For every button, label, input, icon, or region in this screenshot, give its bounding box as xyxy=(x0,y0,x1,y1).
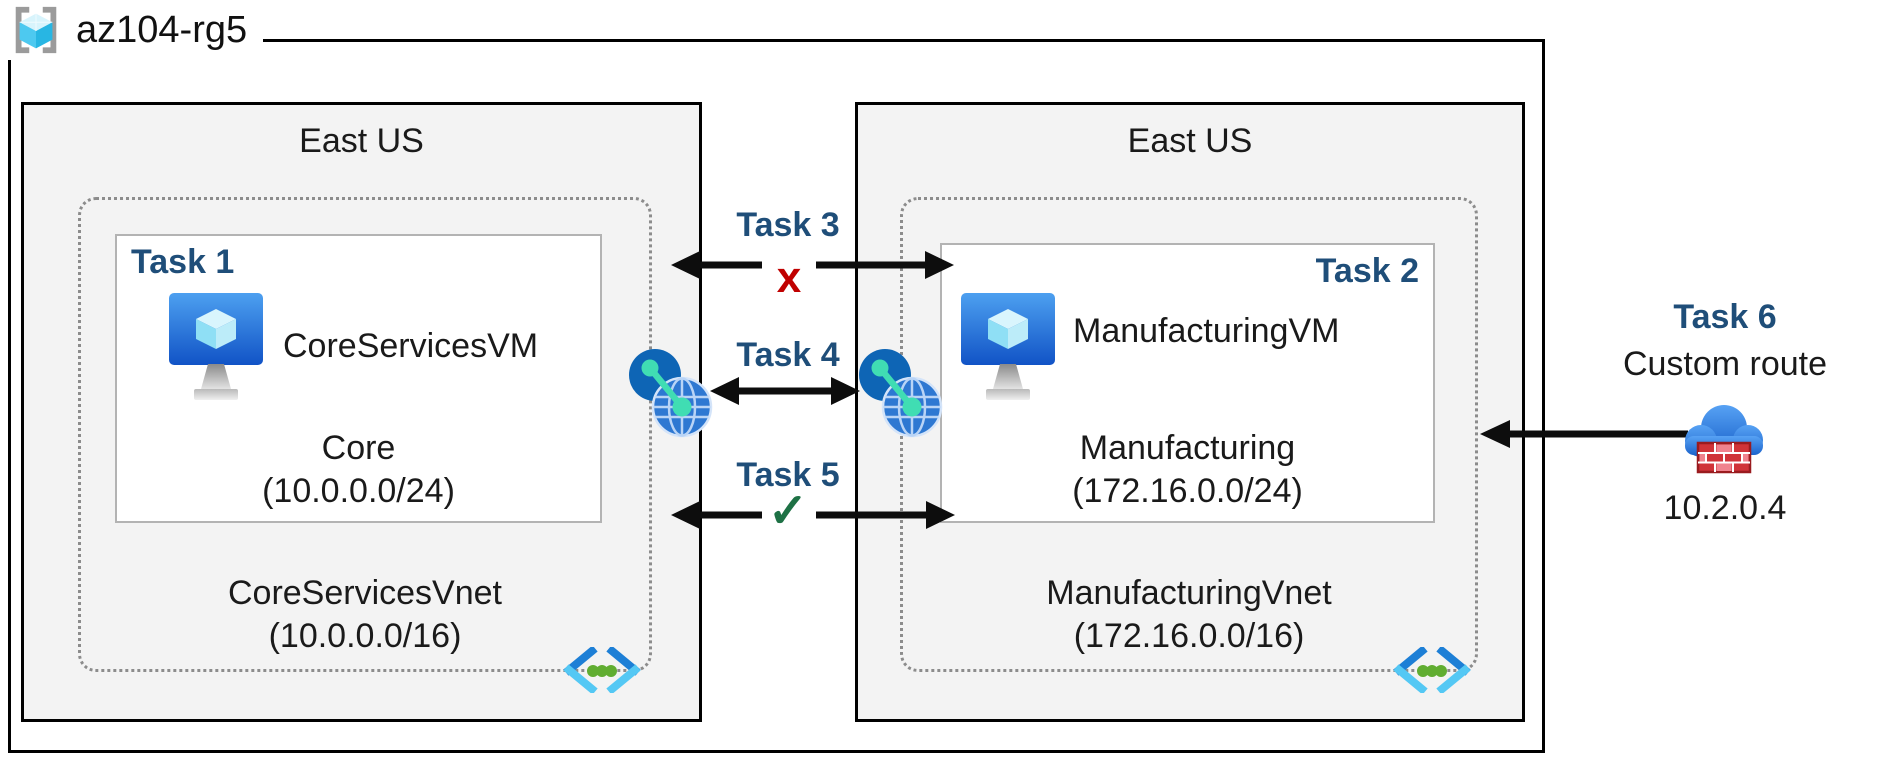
vnet-left-text: CoreServicesVnet (10.0.0.0/16) xyxy=(78,572,652,658)
custom-route-title: Custom route xyxy=(1622,345,1828,383)
task6-label: Task 6 xyxy=(1673,298,1777,336)
subnet-left-name: Core xyxy=(321,429,396,467)
subnet-right-cidr: (172.16.0.0/24) xyxy=(1072,472,1303,510)
subnet-right-name: Manufacturing xyxy=(1079,429,1296,467)
task2-label: Task 2 xyxy=(1315,252,1419,290)
region-left-title: East US xyxy=(299,122,424,160)
subnet-left-box xyxy=(115,234,602,523)
vnet-peering-icon xyxy=(859,349,943,438)
vnet-peering-icon xyxy=(629,349,713,438)
cloud-firewall-icon xyxy=(1685,405,1763,474)
resource-group-name: az104-rg5 xyxy=(76,8,248,51)
custom-route-ip: 10.2.0.4 xyxy=(1663,489,1787,527)
resource-group-icon xyxy=(15,6,57,54)
virtual-network-icon xyxy=(1393,647,1471,693)
vnet-left-cidr: (10.0.0.0/16) xyxy=(268,617,462,655)
task4-label: Task 4 xyxy=(736,336,840,374)
firewall-brick-wall xyxy=(1696,441,1752,474)
vnet-right-name: ManufacturingVnet xyxy=(1046,574,1332,612)
virtual-machine-icon xyxy=(961,293,1055,400)
task1-label: Task 1 xyxy=(131,243,235,281)
vnet-right-text: ManufacturingVnet (172.16.0.0/16) xyxy=(900,572,1478,658)
subnet-left-cidr: (10.0.0.0/24) xyxy=(262,472,455,510)
vm-right-name: ManufacturingVM xyxy=(1073,312,1340,350)
vnet-left-name: CoreServicesVnet xyxy=(227,574,502,612)
vnet-right-cidr: (172.16.0.0/16) xyxy=(1073,617,1305,655)
blocked-x-mark: x xyxy=(776,253,802,302)
region-right-title: East US xyxy=(1127,122,1253,160)
resource-group-header: az104-rg5 xyxy=(2,0,264,60)
subnet-left-text: Core (10.0.0.0/24) xyxy=(115,427,602,513)
task5-label: Task 5 xyxy=(736,456,840,494)
vm-left-name: CoreServicesVM xyxy=(283,327,539,365)
subnet-right-text: Manufacturing (172.16.0.0/24) xyxy=(940,427,1435,513)
allowed-check-mark: ✓ xyxy=(767,485,809,538)
virtual-machine-icon xyxy=(169,293,263,400)
virtual-network-icon xyxy=(563,647,641,693)
vnet-left-boundary xyxy=(78,197,652,672)
subnet-right-box xyxy=(940,243,1435,523)
task3-label: Task 3 xyxy=(736,206,840,244)
